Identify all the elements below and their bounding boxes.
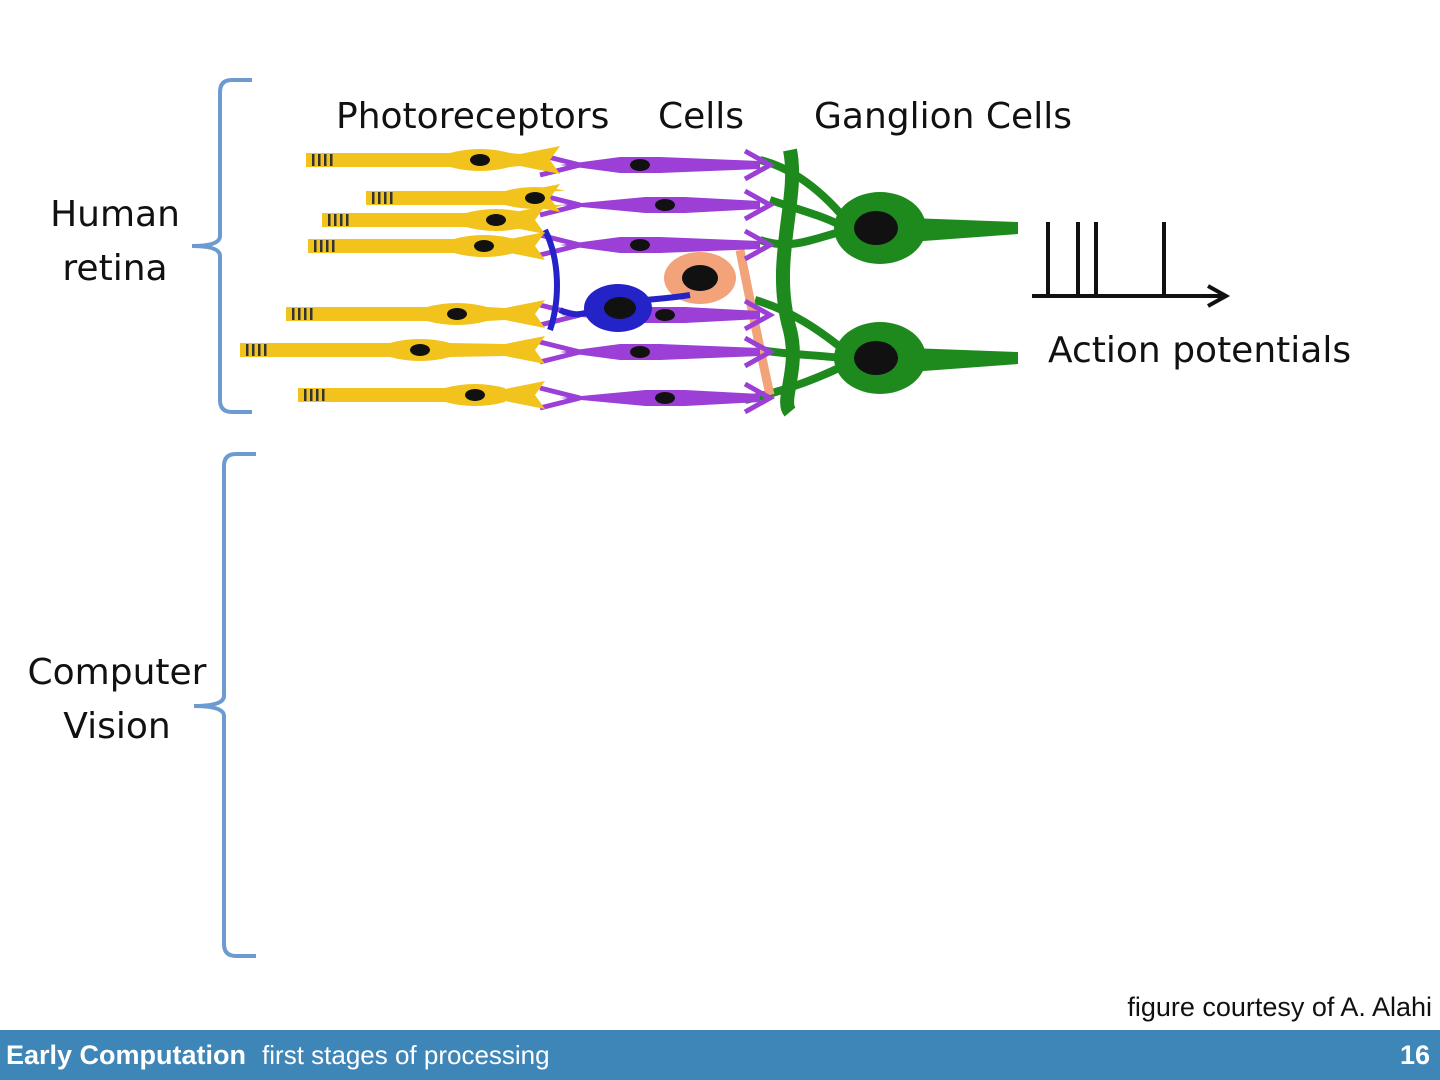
outer-segment-stripe <box>304 308 307 320</box>
bipolar-nucleus <box>630 239 650 251</box>
outer-segment-stripe <box>252 344 255 356</box>
footer-bar: Early Computation first stages of proces… <box>0 1030 1440 1080</box>
photoreceptors-header: Photoreceptors <box>336 96 609 137</box>
photoreceptor-nucleus <box>474 240 494 252</box>
footer-title: Early Computation <box>6 1040 246 1071</box>
cells-header: Cells <box>658 96 744 137</box>
bipolar-nucleus <box>655 199 675 211</box>
bipolar-nucleus <box>630 159 650 171</box>
photoreceptor <box>298 381 545 409</box>
photoreceptor-nucleus <box>470 154 490 166</box>
bipolar-nucleus <box>655 392 675 404</box>
bipolar-cell-body <box>560 157 760 173</box>
amacrine-nucleus <box>682 265 718 291</box>
outer-segment-stripe <box>310 389 313 401</box>
photoreceptor <box>240 336 545 364</box>
photoreceptor <box>308 232 545 260</box>
outer-segment-stripe <box>384 192 387 204</box>
ganglion-nucleus <box>854 341 898 375</box>
outer-segment-stripe <box>326 240 329 252</box>
photoreceptor-nucleus <box>465 389 485 401</box>
label-line: Human <box>20 188 210 242</box>
outer-segment-stripe <box>304 389 307 401</box>
photoreceptor-nucleus <box>447 308 467 320</box>
photoreceptor <box>286 300 545 328</box>
label-line: Vision <box>14 700 220 754</box>
ganglion-axon <box>910 348 1018 372</box>
outer-segment-stripe <box>264 344 267 356</box>
outer-segment-stripe <box>340 214 343 226</box>
outer-segment-stripe <box>332 240 335 252</box>
ganglion-cells <box>745 150 1018 412</box>
outer-segment-stripe <box>328 214 331 226</box>
action-potentials-label: Action potentials <box>1048 330 1351 371</box>
bipolar-cell-body <box>560 237 760 253</box>
outer-segment-stripe <box>246 344 249 356</box>
ganglion-nucleus <box>854 211 898 245</box>
outer-segment-stripe <box>320 240 323 252</box>
horizontal-nucleus <box>604 297 636 319</box>
outer-segment-stripe <box>316 389 319 401</box>
ganglion-axon <box>910 218 1018 242</box>
outer-segment-stripe <box>324 154 327 166</box>
outer-segment-stripe <box>318 154 321 166</box>
photoreceptor-nucleus <box>525 192 545 204</box>
photoreceptor-nucleus <box>410 344 430 356</box>
outer-segment-stripe <box>292 308 295 320</box>
label-line: Computer <box>14 646 220 700</box>
outer-segment-stripe <box>330 154 333 166</box>
bipolar-nucleus <box>655 309 675 321</box>
retina-diagram <box>0 0 1440 1030</box>
outer-segment-stripe <box>310 308 313 320</box>
ganglion-cells-header: Ganglion Cells <box>814 96 1072 137</box>
photoreceptor-nucleus <box>486 214 506 226</box>
human-retina-label: Human retina <box>20 188 210 296</box>
outer-segment-stripe <box>258 344 261 356</box>
label-line: retina <box>20 242 210 296</box>
outer-segment-stripe <box>372 192 375 204</box>
outer-segment-stripe <box>334 214 337 226</box>
bipolar-nucleus <box>630 346 650 358</box>
ganglion-dendrite <box>783 150 793 412</box>
footer-subtitle: first stages of processing <box>262 1040 550 1071</box>
outer-segment-stripe <box>312 154 315 166</box>
action-potentials-graph <box>1032 222 1226 306</box>
computer-vision-label: Computer Vision <box>14 646 220 754</box>
bipolar-cell-body <box>560 344 760 360</box>
outer-segment-stripe <box>378 192 381 204</box>
outer-segment-stripe <box>346 214 349 226</box>
outer-segment-stripe <box>390 192 393 204</box>
photoreceptors <box>240 146 565 409</box>
outer-segment-stripe <box>298 308 301 320</box>
photoreceptor <box>306 146 560 174</box>
photoreceptor <box>322 206 545 234</box>
outer-segment-stripe <box>314 240 317 252</box>
outer-segment-stripe <box>322 389 325 401</box>
page-number: 16 <box>1400 1040 1430 1071</box>
figure-credit: figure courtesy of A. Alahi <box>1127 992 1432 1023</box>
